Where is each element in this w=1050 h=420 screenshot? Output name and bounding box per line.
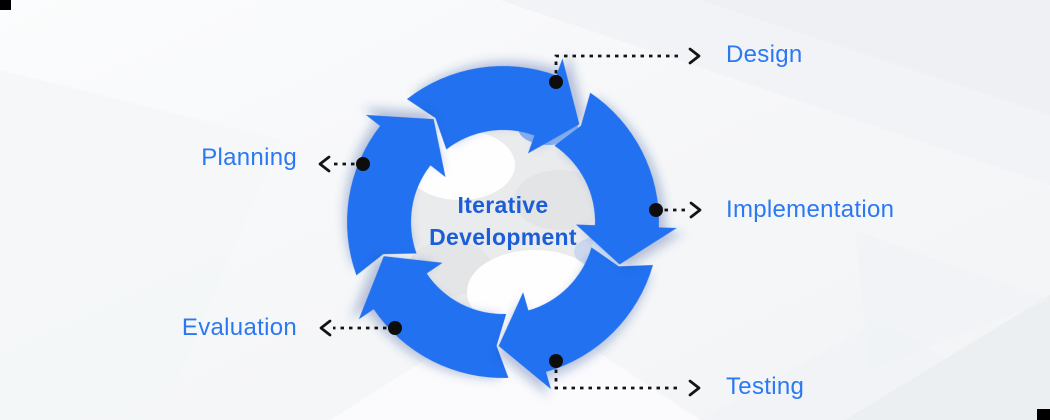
connector-planning	[318, 155, 370, 173]
background-facet	[0, 70, 280, 420]
arrow-right-icon	[688, 379, 701, 397]
connector-testing	[549, 354, 701, 397]
diagram-title: Iterative Development	[383, 189, 623, 253]
arrow-left-icon	[318, 155, 331, 173]
connector-dot	[356, 157, 370, 171]
connector-dot	[649, 203, 663, 217]
connector-line	[554, 361, 682, 390]
connector-dot	[549, 354, 563, 368]
background-facet	[855, 230, 1050, 370]
stage-label-design: Design	[726, 41, 803, 68]
stage-label-implementation: Implementation	[726, 196, 895, 223]
stage-label-planning: Planning	[201, 144, 297, 171]
stage-label-testing: Testing	[726, 373, 805, 400]
arrow-right-icon	[688, 47, 701, 65]
connector-line	[554, 54, 682, 82]
background-facet	[700, 0, 1050, 115]
stage-label-evaluation: Evaluation	[181, 314, 297, 341]
corner-artifact-bottom-right	[1037, 409, 1050, 420]
background-facet	[330, 300, 700, 420]
arrow-right-icon	[689, 201, 702, 219]
connector-dot	[549, 75, 563, 89]
hub-texture	[514, 170, 606, 230]
connector-evaluation	[319, 319, 402, 337]
diagram-title-line1: Iterative	[457, 192, 549, 218]
background-facet	[845, 295, 1050, 420]
arrow-left-icon	[319, 319, 332, 337]
connector-implementation	[649, 201, 702, 219]
connector-dot	[388, 321, 402, 335]
diagram-title-line2: Development	[429, 224, 577, 250]
corner-artifact-top-left	[0, 0, 11, 10]
connector-design	[549, 47, 701, 89]
